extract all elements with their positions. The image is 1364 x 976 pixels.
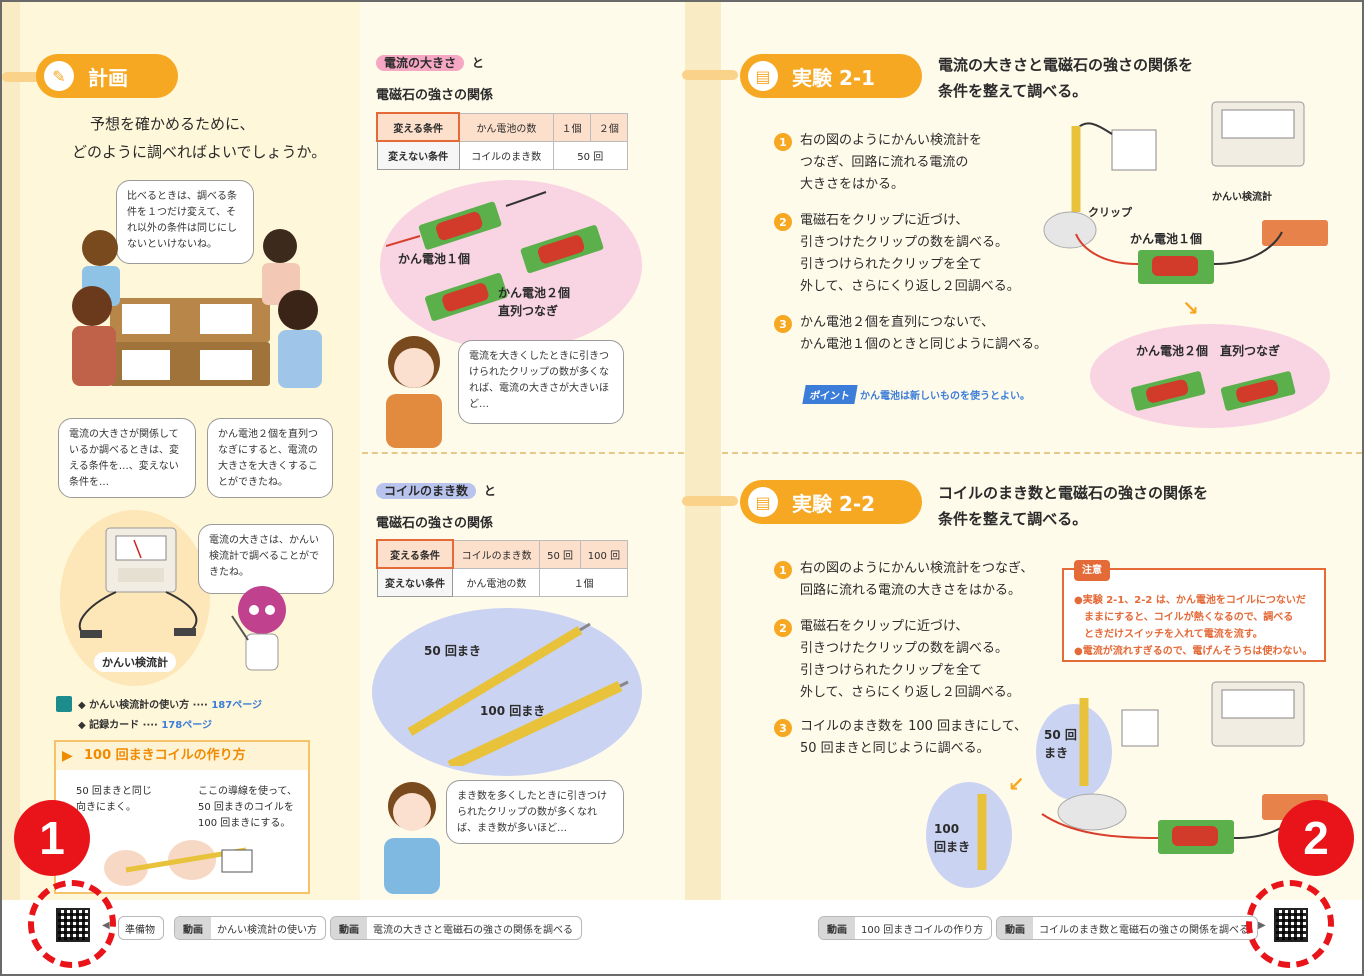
exp1-step3: かん電池２個を直列につないで、 かん電池１個のときと同じように調べる。	[800, 315, 1048, 352]
topic1-heading: 電流の大きさ と	[376, 54, 484, 71]
battery-backdrop	[380, 180, 642, 350]
notebook-icon: ▤	[748, 61, 778, 91]
notebook-icon-2: ▤	[748, 487, 778, 517]
center-gutter	[685, 2, 721, 900]
bubble-current-prediction: 電流を大きくしたときに引きつけられたクリップの数が多くなれば、電流の大きさが大き…	[458, 340, 624, 424]
arrow-right-icon: ▶	[62, 748, 73, 764]
table-coil-conditions: 変える条件 コイルのまき数 50 回 100 回 変えない条件 かん電池の数 １…	[376, 539, 629, 597]
divider-right	[722, 452, 1362, 454]
step-number-2: 2	[774, 213, 792, 231]
label-coil-100: 100 回まき	[480, 704, 546, 718]
label-clip: クリップ	[1088, 206, 1132, 219]
battery-illustration	[386, 191, 604, 321]
step-number-3: 3	[774, 315, 792, 333]
exp2-badge: ▤ 実験 2-2	[740, 480, 922, 524]
caution-head: 注意	[1074, 560, 1110, 581]
label-coil-50: 50 回まき	[424, 644, 481, 658]
coil100-backdrop	[926, 782, 1012, 888]
arrow-down-icon: ↘	[1182, 296, 1199, 320]
galvanometer-image	[78, 527, 198, 638]
exp2-step-number-1: 1	[774, 561, 792, 579]
marker-1: 1	[14, 800, 90, 876]
label-battery-2: かん電池２個	[498, 286, 571, 300]
label-meter-exp1: かんい検流計	[1212, 192, 1272, 203]
qr-code-left[interactable]	[56, 908, 90, 942]
arrow-down-left-icon: ↙	[1008, 772, 1025, 796]
link-meter-usage[interactable]: ◆ かんい検流計の使い方 ···· 187ページ	[78, 700, 263, 711]
label-coil100-exp2: 100 回まき	[934, 822, 971, 854]
btn-video-meter-usage[interactable]: 動画 かんい検流計の使い方	[174, 916, 326, 940]
marker-ring-left	[28, 880, 116, 968]
topic2-line2: 電磁石の強さの関係	[376, 516, 494, 531]
classroom-illustration	[72, 229, 322, 388]
label-battery-1: かん電池１個	[398, 252, 471, 266]
marker-ring-right	[1246, 880, 1334, 968]
label-series: 直列つなぎ	[498, 304, 559, 318]
pencil-icon: ✎	[44, 61, 74, 91]
exp2-step3: コイルのまき数を 100 回まきにして、 50 回まきと同じように調べる。	[800, 719, 1028, 756]
student-girl-illustration	[386, 336, 442, 448]
point-text: かん電池は新しいものを使うとよい。	[860, 391, 1030, 402]
plan-intro: 予想を確かめるために、	[90, 115, 255, 133]
exp1-title: 電流の大きさと電磁石の強さの関係を 条件を整えて調べる。	[938, 56, 1194, 100]
marker-2: 2	[1278, 800, 1354, 876]
btn-video-coil-howto[interactable]: 動画 100 回まきコイルの作り方	[818, 916, 993, 940]
label-coil50-exp2: 50 回まき	[1044, 728, 1077, 760]
exp1-step1: 右の図のようにかんい検流計を つなぎ、回路に流れる電流の 大きさをはかる。	[800, 133, 983, 192]
coil50-backdrop	[1036, 704, 1112, 800]
label-exp1-battery2: かん電池２個 直列つなぎ	[1136, 344, 1281, 358]
exp2-step2: 電磁石をクリップに近づけ、 引きつけたクリップの数を調べる。 引きつけられたクリ…	[800, 619, 1020, 700]
divider-middle	[362, 452, 684, 454]
bubble-compare: 比べるときは、調べる条件を１つだけ変えて、それ以外の条件は同じにしないといけない…	[116, 180, 254, 264]
bubble-meter: 電流の大きさは、かんい検流計で調べることができたね。	[198, 524, 334, 594]
caution-box: 注意 ●実験 2-1、2-2 は、かん電池をコイルにつないだ ままにすると、コイ…	[1062, 560, 1326, 662]
label-exp1-battery1: かん電池１個	[1130, 232, 1203, 246]
header-stub	[2, 72, 42, 82]
table-current-conditions: 変える条件 かん電池の数 １個 ２個 変えない条件 コイルのまき数 50 回	[375, 112, 629, 170]
exp1-badge: ▤ 実験 2-1	[740, 54, 922, 98]
exp1-apparatus-illustration	[1043, 101, 1328, 284]
bubble-conditions: 電流の大きさが関係しているか調べるときは、変える条件を…、変えない条件を…	[58, 418, 196, 498]
topic1-line2: 電磁石の強さの関係	[376, 88, 494, 103]
coil-howto-text-a: 50 回まきと同じ向きにまく。	[76, 786, 152, 813]
qr-code-right[interactable]	[1274, 908, 1308, 942]
bubble-series: かん電池２個を直列つなぎにすると、電流の大きさを大きくすることができたね。	[207, 418, 333, 498]
play-right-icon: ▶	[1258, 920, 1266, 931]
point-tag: ポイント	[802, 385, 858, 404]
exp2-step1: 右の図のようにかんい検流計をつなぎ、 回路に流れる電流の大きさをはかる。	[800, 561, 1034, 598]
hands-winding-illustration	[104, 840, 253, 886]
plan-header: ✎ 計画	[36, 54, 178, 98]
exp1-stub	[682, 70, 738, 80]
plan-intro-2: どのように調べればよいでしょうか。	[72, 143, 327, 161]
coil-howto-box: 100 回まきコイルの作り方 ▶ 50 回まきと同じ向きにまく。 ここの導線を使…	[54, 740, 310, 894]
exp2-step-number-2: 2	[774, 619, 792, 637]
btn-video-coil-experiment[interactable]: 動画 コイルのまき数と電磁石の強さの関係を調べる	[996, 916, 1258, 940]
step-number-1: 1	[774, 133, 792, 151]
coil-illustration	[407, 622, 629, 766]
left-margin	[2, 2, 20, 900]
meter-label: かんい検流計	[94, 652, 176, 672]
bubble-coil-prediction: まき数を多くしたときに引きつけられたクリップの数が多くなれば、まき数が多いほど…	[446, 780, 624, 844]
exp2-step-number-3: 3	[774, 719, 792, 737]
btn-materials[interactable]: 準備物	[118, 916, 164, 940]
topic2-heading: コイルのまき数 と	[376, 482, 496, 499]
exp1-series-battery	[1130, 371, 1296, 411]
exp2-title: コイルのまき数と電磁石の強さの関係を 条件を整えて調べる。	[938, 484, 1209, 528]
btn-video-current-experiment[interactable]: 動画 電流の大きさと電磁石の強さの関係を調べる	[330, 916, 582, 940]
mascot-illustration	[231, 586, 286, 671]
bookmark-icon	[56, 696, 72, 712]
coil-howto-text-b: ここの導線を使って、50 回まきのコイルを 100 回まきにする。	[198, 786, 297, 829]
student-boy-illustration	[384, 782, 440, 894]
exp2-stub	[682, 496, 738, 506]
coil-howto-title: 100 回まきコイルの作り方	[56, 742, 308, 770]
exp1-step2: 電磁石をクリップに近づけ、 引きつけたクリップの数を調べる。 引きつけられたクリ…	[800, 213, 1020, 294]
link-record-card[interactable]: ◆ 記録カード ···· 178ページ	[78, 720, 213, 731]
play-left-icon: ◀	[102, 920, 110, 931]
